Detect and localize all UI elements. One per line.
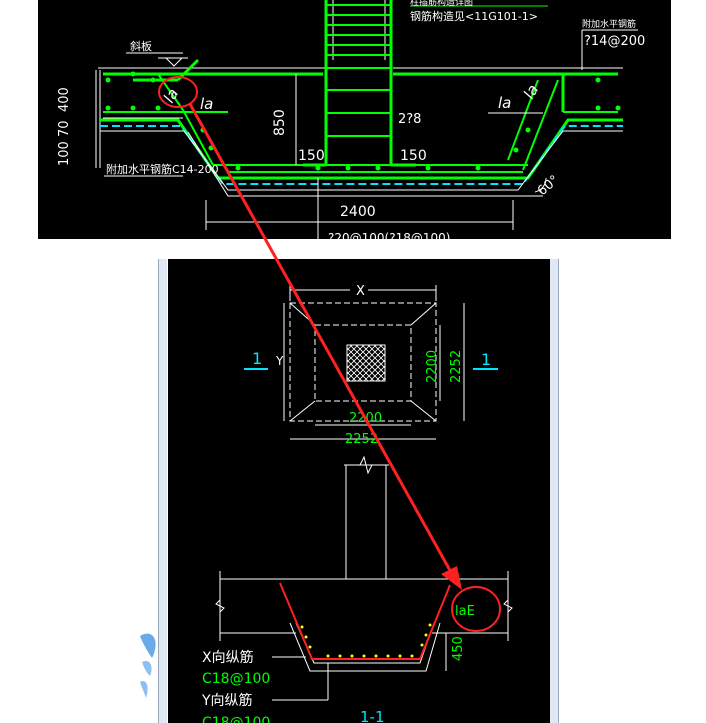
isolated-footing-drawing: X Y 1 1 2200 2252 2200 2252 [168, 259, 550, 723]
section-title: 1-1 [360, 708, 385, 723]
plan-dim-2252-horizontal: 2252 [345, 432, 378, 447]
la-callout-circle [158, 76, 198, 108]
top-pit-section-drawing: 柱插筋构造详图 钢筋构造见<11G101-1> 附加水平钢筋 ?14@200 斜… [38, 0, 671, 239]
column-section [346, 344, 386, 382]
left-bottom-note: 附加水平钢筋C14-200 [106, 162, 219, 176]
dim-400: 400 [57, 87, 72, 112]
app-logo-icon [140, 633, 156, 698]
dim-70: 70 [57, 120, 72, 137]
la-label-left: la [200, 95, 213, 113]
left-scroll-strip [158, 259, 167, 723]
la-label-right-1: la [498, 94, 511, 112]
section-marker-left: 1 [252, 349, 262, 368]
top-right-note: 附加水平钢筋 [582, 18, 636, 30]
pit-rebar-red [279, 582, 451, 660]
slope-label: 斜板 [130, 39, 152, 53]
dim-850: 850 [272, 109, 288, 136]
note-column-detail: 柱插筋构造详图 [410, 0, 473, 8]
x-rebar-label: X向纵筋 [202, 649, 254, 666]
plan-dim-2200-vertical: 2200 [425, 350, 440, 383]
note-rebar-reference: 钢筋构造见<11G101-1> [410, 9, 538, 23]
top-right-spec: ?14@200 [584, 34, 645, 49]
x-rebar-spec: C18@100 [202, 671, 270, 687]
plan-dim-x: X [356, 284, 365, 299]
right-scroll-strip [550, 259, 559, 723]
section-dim-450: 450 [451, 636, 466, 661]
plan-dim-2252-vertical: 2252 [449, 350, 464, 383]
plan-dim-y: Y [275, 354, 284, 368]
dim-100: 100 [57, 141, 72, 166]
dim-150-left: 150 [298, 148, 325, 164]
y-rebar-label: Y向纵筋 [201, 692, 253, 709]
stirrup-spec: 2?8 [398, 112, 421, 127]
lae-label: laE [455, 604, 475, 619]
bottom-spec: ?20@100(?18@100) [328, 231, 450, 239]
dim-150-right: 150 [400, 148, 427, 164]
lae-callout-circle [451, 586, 501, 632]
dim-2400: 2400 [340, 204, 376, 220]
y-rebar-spec: C18@100 [202, 715, 270, 723]
section-marker-right: 1 [481, 350, 491, 369]
